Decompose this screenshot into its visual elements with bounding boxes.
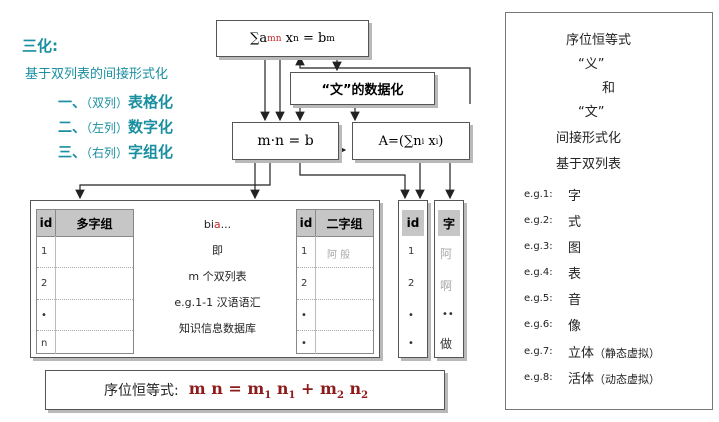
right-panel: 序位恒等式 “义” 和 “文” 间接形式化 基于双列表 e.g.1: 字 e.g… (505, 12, 713, 410)
example-1-value: 字 (568, 189, 582, 204)
example-8-value: 活体（动态虚拟） (568, 372, 661, 387)
left-table-row-2: 2 (41, 278, 48, 289)
mid-table-row-4: • (301, 338, 307, 349)
example-5-label: e.g.5: (524, 293, 553, 304)
example-3-label: e.g.3: (524, 241, 553, 252)
example-6-value: 像 (568, 319, 582, 334)
left-item-2: 二、（左列）数字化 (58, 118, 174, 136)
bottom-formula-label: 序位恒等式: (104, 383, 179, 399)
example-4-value: 表 (568, 267, 582, 282)
left-title: 三化: (22, 37, 58, 55)
wen-data-box: “文”的数据化 (290, 72, 435, 105)
center-line-2: 即 (212, 244, 223, 257)
left-table: id 多字组 1 2 • n (36, 209, 134, 354)
left-table-title: 多字组 (56, 210, 133, 237)
right-line-5: 间接形式化 (556, 131, 622, 146)
char-table-row-3: •• (442, 309, 454, 320)
example-7-value: 立体（静态虚拟） (568, 346, 661, 361)
bottom-formula-expression: m n = m1 n1 + m2 n2 (188, 378, 369, 402)
example-2-label: e.g.2: (524, 215, 553, 226)
left-table-id-header: id (37, 210, 56, 237)
mid-table: id 二字组 1 阿 般 2 • • (296, 209, 374, 354)
left-item-1: 一、（双列）表格化 (58, 93, 174, 111)
char-table-row-2: 啊 (440, 279, 453, 293)
mid-table-row-1: 1 (301, 246, 308, 257)
mid-table-row-3: • (301, 310, 307, 321)
example-1-label: e.g.1: (524, 189, 553, 200)
mn-formula-box: m·n = b (232, 122, 339, 160)
center-line-4: e.g.1-1 汉语语汇 (174, 296, 261, 309)
left-subtitle: 基于双列表的间接形式化 (25, 67, 169, 82)
center-line-1: bia... (203, 218, 232, 231)
left-table-row-3: • (41, 310, 47, 321)
example-3-value: 图 (568, 241, 582, 256)
example-6-label: e.g.6: (524, 319, 553, 330)
center-description: bia... 即 m 个双列表 e.g.1-1 汉语语汇 知识信息数据库 (140, 212, 295, 342)
char-table-row-1: 阿 (440, 247, 453, 261)
narrow-table-row-4: • (408, 338, 414, 349)
example-7-label: e.g.7: (524, 346, 553, 357)
char-table-row-4: 做 (440, 337, 453, 351)
right-line-4: “文” (578, 105, 605, 120)
example-4-label: e.g.4: (524, 267, 553, 278)
example-2-value: 式 (568, 215, 582, 230)
left-table-row-4: n (41, 338, 48, 349)
narrow-table-row-3: • (408, 310, 414, 321)
narrow-table-row-2: 2 (408, 278, 415, 289)
center-line-5: 知识信息数据库 (179, 322, 256, 335)
mid-table-id-header: id (297, 210, 316, 237)
char-table-title: 字 (438, 210, 460, 236)
narrow-id-table: id 1 2 • • (398, 200, 428, 358)
right-line-3: 和 (602, 81, 616, 96)
mid-table-row-2: 2 (301, 278, 308, 289)
narrow-table-id-header: id (402, 210, 424, 236)
example-5-value: 音 (568, 293, 582, 308)
right-line-2: “义” (578, 57, 605, 72)
right-line-1: 序位恒等式 (566, 33, 632, 48)
left-item-3: 三、（右列）字组化 (58, 143, 174, 161)
right-line-6: 基于双列表 (556, 157, 622, 172)
mid-table-title: 二字组 (316, 210, 373, 237)
center-line-3: m 个双列表 (188, 270, 247, 283)
left-table-row-1: 1 (41, 246, 48, 257)
example-8-label: e.g.8: (524, 372, 553, 383)
char-table: 字 阿 啊 •• 做 (434, 200, 464, 358)
narrow-table-row-1: 1 (408, 246, 415, 257)
bottom-formula-box: 序位恒等式: m n = m1 n1 + m2 n2 (45, 370, 445, 410)
mid-table-row-1-text: 阿 般 (327, 250, 351, 261)
